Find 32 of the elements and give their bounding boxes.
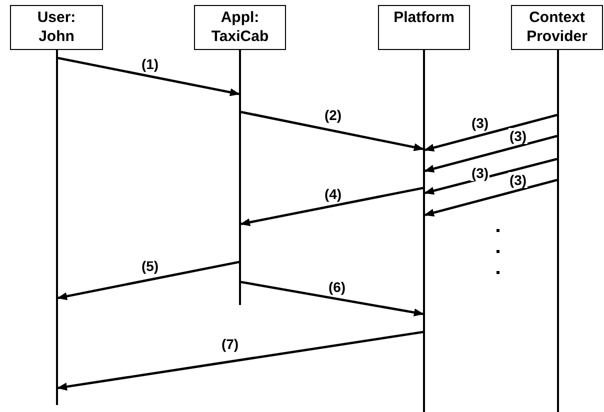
edge-label: (4) [323,186,343,202]
participant-box [378,5,470,50]
edge-label: (7) [220,336,240,352]
message-arrow [424,178,558,217]
edge-label: (5) [140,258,160,274]
message-arrow [58,56,240,96]
participant-name: User: John [36,8,77,46]
edge-label: (2) [323,107,343,123]
participant-name: Platform [394,8,454,27]
edge-label: (3) [470,115,490,131]
participant-box [10,5,103,50]
lifeline [56,50,58,405]
edge-label: (3) [508,128,528,144]
edge-label: (3) [470,165,490,181]
message-arrow [240,280,424,316]
participant-name: Context Provider [526,8,588,46]
edge-label: (1) [140,56,160,72]
participant-box [511,5,603,50]
lifeline [423,50,425,412]
message-arrow [57,330,424,391]
participant-name: Appl: TaxiCab [210,8,270,46]
message-arrow [424,158,558,195]
message-arrow [57,260,240,300]
participant-box [194,5,286,50]
message-arrow [240,110,424,152]
message-arrow [424,134,558,173]
message-arrow [240,186,424,226]
lifeline [239,50,241,305]
edge-label: (3) [508,172,528,188]
edge-label: (6) [327,279,347,295]
lifeline [557,50,559,412]
message-arrow [424,114,558,152]
